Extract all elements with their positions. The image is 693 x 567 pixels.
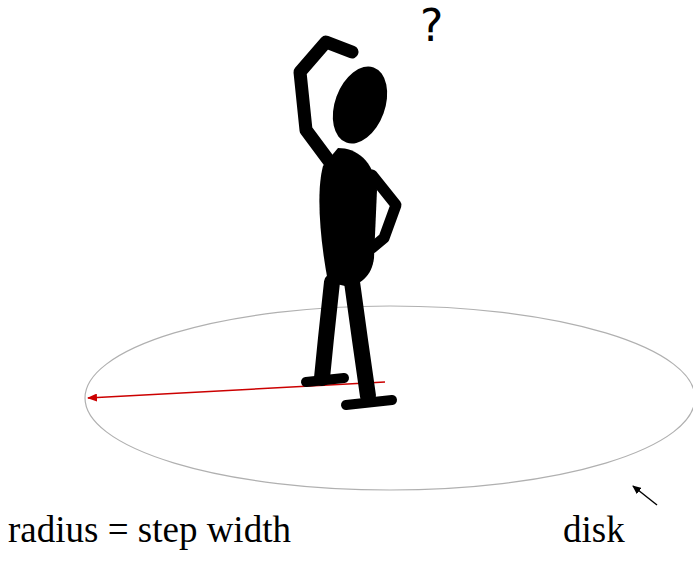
- person-silhouette: [300, 42, 397, 405]
- radius-label: radius = step width: [8, 510, 291, 551]
- radius-arrow: [88, 382, 385, 398]
- disk-pointer: [633, 486, 657, 505]
- disk-ellipse: [85, 306, 693, 490]
- disk-label: disk: [563, 510, 625, 551]
- question-mark: ?: [420, 2, 443, 50]
